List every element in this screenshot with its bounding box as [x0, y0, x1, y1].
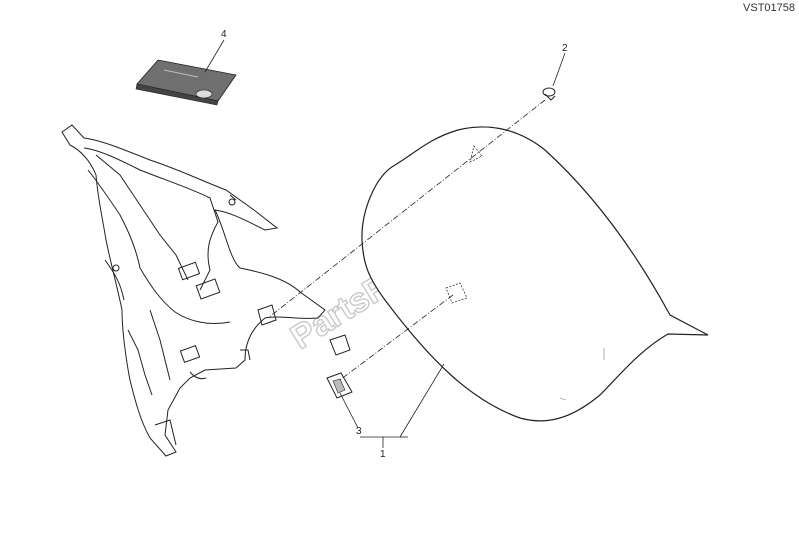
part-label-kit [135, 59, 237, 106]
callout-1: 1 [380, 449, 386, 460]
part-panel [361, 126, 709, 422]
callout-2: 2 [562, 43, 568, 54]
callout-leaders [204, 39, 566, 448]
reference-code: VST01758 [743, 2, 795, 14]
callout-4: 4 [221, 29, 227, 40]
callout-3: 3 [356, 426, 362, 437]
part-grommet [326, 372, 353, 399]
assembly-leader-lines [267, 99, 546, 381]
part-screw [542, 87, 556, 101]
part-tail-subframe [61, 124, 351, 457]
